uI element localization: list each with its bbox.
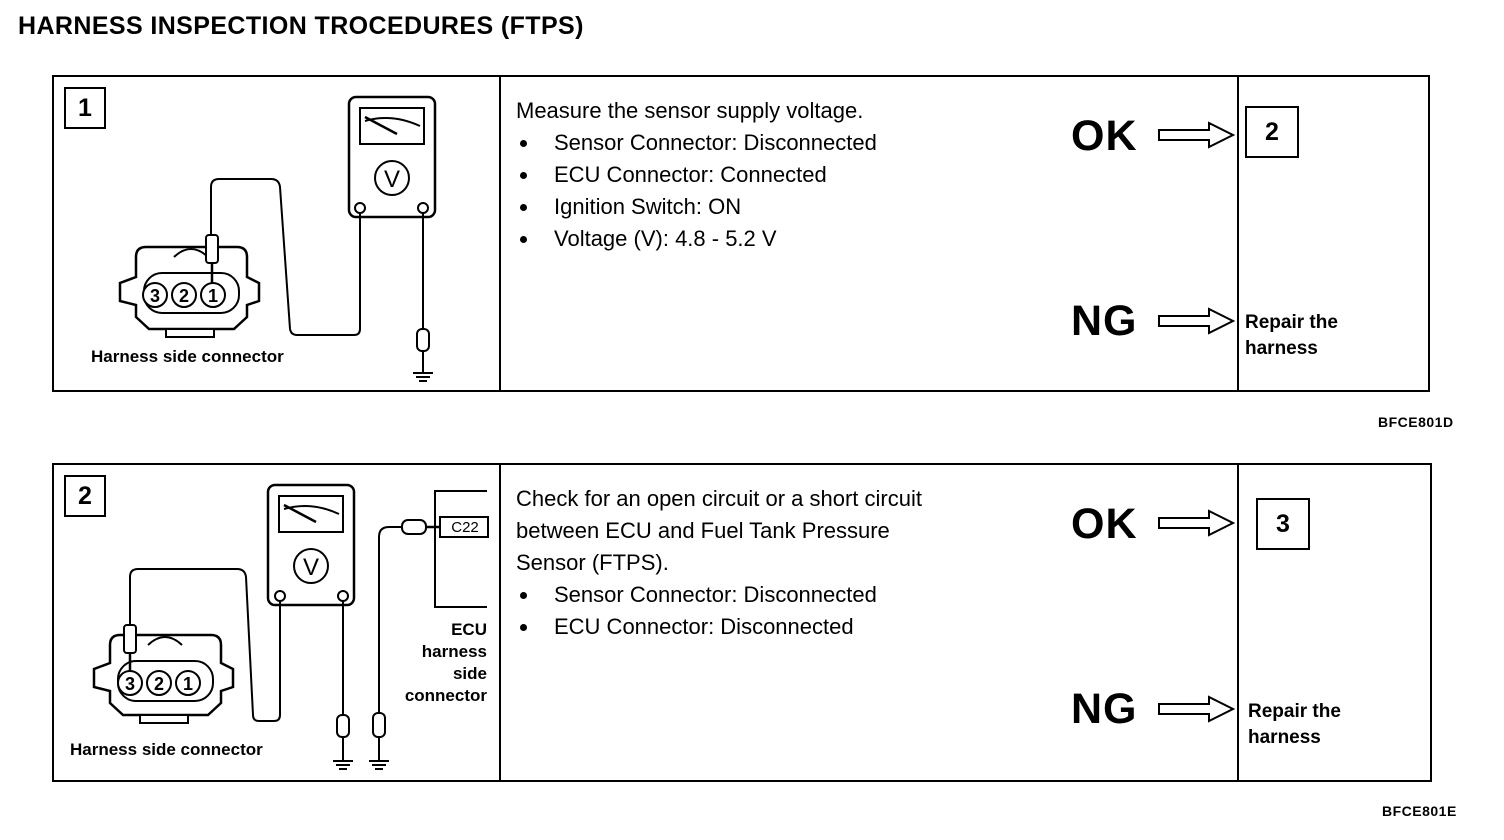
pin-3: 3 xyxy=(125,674,135,694)
ecu-terminal-label: C22 xyxy=(451,519,479,536)
step-2-instructions: Check for an open circuit or a short cir… xyxy=(516,483,922,643)
ground-probe xyxy=(413,328,433,382)
sensor-connector: 3 2 1 xyxy=(92,624,235,724)
step-1-lead: Measure the sensor supply voltage. xyxy=(516,98,864,123)
pin-1: 1 xyxy=(183,674,193,694)
figure-code: BFCE801D xyxy=(1378,414,1454,430)
figure-code: BFCE801E xyxy=(1382,803,1457,819)
step-1-result-column: 2 Repair the harness xyxy=(1235,77,1428,390)
ecu-connector-label: ECU harness side connector xyxy=(405,620,488,705)
ecu-label-line: connector xyxy=(405,686,488,705)
multimeter: V xyxy=(266,483,356,607)
ng-arrow-icon xyxy=(1158,307,1235,335)
ecu-connector: C22 xyxy=(401,490,489,608)
condition-item: ECU Connector: Connected xyxy=(516,159,877,191)
step-2-conditions: Sensor Connector: Disconnected ECU Conne… xyxy=(516,579,922,643)
ecu-label-line: harness xyxy=(422,642,487,661)
step-2-result-column: 3 Repair the harness xyxy=(1237,465,1430,780)
ground-probe xyxy=(333,714,353,770)
connector-label: Harness side connector xyxy=(70,740,263,759)
step-1-panel: 1 V xyxy=(52,75,1430,392)
sensor-connector: 3 2 1 xyxy=(118,234,261,338)
step-1-conditions: Sensor Connector: Disconnected ECU Conne… xyxy=(516,127,877,255)
pin-2: 2 xyxy=(179,286,189,306)
ng-action-line: harness xyxy=(1248,727,1321,748)
ng-label: NG xyxy=(1071,685,1138,733)
ground-probe xyxy=(369,712,389,770)
condition-item: ECU Connector: Disconnected xyxy=(516,611,922,643)
ok-label: OK xyxy=(1071,500,1138,548)
meter-symbol: V xyxy=(303,554,319,581)
ng-action-line: Repair the xyxy=(1245,312,1338,333)
ok-arrow-icon xyxy=(1158,121,1235,149)
ng-arrow-icon xyxy=(1158,695,1235,723)
next-step-box[interactable]: 3 xyxy=(1256,498,1310,550)
meter-symbol: V xyxy=(384,166,400,193)
step-2-description: Check for an open circuit or a short cir… xyxy=(499,465,1239,780)
pin-2: 2 xyxy=(154,674,164,694)
step-1-wiring-diagram: V 3 xyxy=(91,95,437,382)
pin-3: 3 xyxy=(150,286,160,306)
step-1-instructions: Measure the sensor supply voltage. Senso… xyxy=(516,95,877,255)
step-2-lead-line: Check for an open circuit or a short cir… xyxy=(516,486,922,511)
connector-label: Harness side connector xyxy=(91,347,284,366)
ng-action-line: Repair the xyxy=(1248,701,1341,722)
ok-label: OK xyxy=(1071,112,1138,160)
step-1-description: Measure the sensor supply voltage. Senso… xyxy=(499,77,1239,390)
ecu-label-line: ECU xyxy=(451,620,487,639)
next-step-box[interactable]: 2 xyxy=(1245,106,1299,158)
step-2-wiring-diagram: V xyxy=(70,483,489,770)
ecu-label-line: side xyxy=(453,664,487,683)
ng-action-line: harness xyxy=(1245,338,1318,359)
ng-action-text: Repair the harness xyxy=(1245,310,1395,362)
page-title: HARNESS INSPECTION TROCEDURES (FTPS) xyxy=(18,12,584,40)
step-2-lead-line: between ECU and Fuel Tank Pressure xyxy=(516,518,890,543)
condition-item: Sensor Connector: Disconnected xyxy=(516,579,922,611)
step-2-figure-column: 2 V xyxy=(54,465,501,780)
step-number: 2 xyxy=(64,475,106,517)
step-2-panel: 2 V xyxy=(52,463,1432,782)
pin-1: 1 xyxy=(208,286,218,306)
condition-item: Sensor Connector: Disconnected xyxy=(516,127,877,159)
condition-item: Voltage (V): 4.8 - 5.2 V xyxy=(516,223,877,255)
ok-arrow-icon xyxy=(1158,509,1235,537)
ng-action-text: Repair the harness xyxy=(1248,699,1398,751)
ng-label: NG xyxy=(1071,297,1138,345)
multimeter: V xyxy=(347,95,437,219)
step-1-figure-column: 1 V xyxy=(54,77,501,390)
step-2-lead-line: Sensor (FTPS). xyxy=(516,550,669,575)
condition-item: Ignition Switch: ON xyxy=(516,191,877,223)
step-number: 1 xyxy=(64,87,106,129)
